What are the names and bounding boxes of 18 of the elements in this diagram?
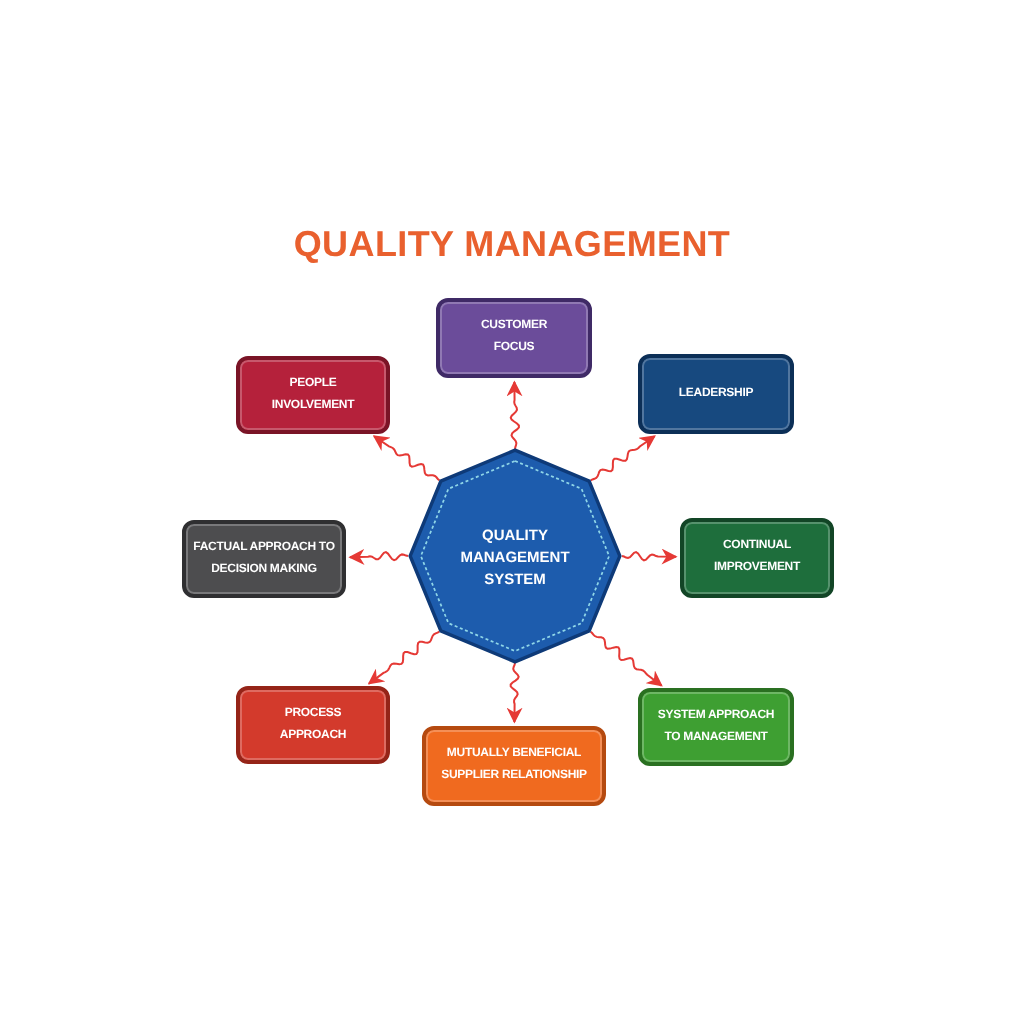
- principle-box: [436, 298, 592, 378]
- principle-box: [638, 354, 794, 434]
- principle-box: [638, 688, 794, 766]
- wavy-arrow: [367, 630, 441, 685]
- principle-box: [182, 520, 346, 598]
- principle-box: [422, 726, 606, 806]
- title: QUALITY MANAGEMENT: [293, 222, 731, 268]
- wavy-arrow: [506, 380, 523, 450]
- principle-box: [680, 518, 834, 598]
- wavy-arrow: [621, 548, 678, 565]
- wavy-arrow: [589, 435, 656, 482]
- wavy-arrow: [348, 548, 409, 565]
- wavy-arrow: [372, 435, 441, 482]
- wavy-arrow: [589, 630, 663, 687]
- principle-box: [236, 686, 390, 764]
- principle-box: [236, 356, 390, 434]
- wavy-arrow: [506, 662, 523, 724]
- octagon: [408, 448, 622, 664]
